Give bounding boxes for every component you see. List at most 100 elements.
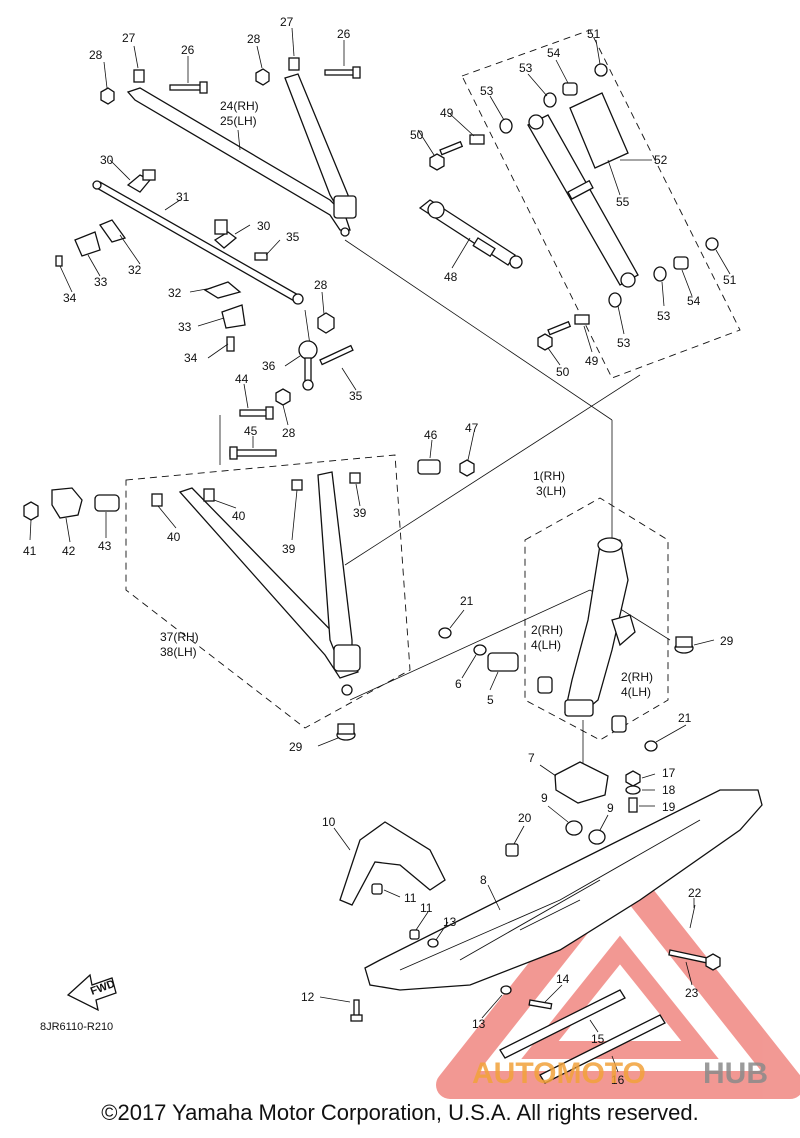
collar-49-lower — [574, 314, 590, 325]
stabilizer-link — [298, 340, 318, 391]
leader-lines — [29, 27, 731, 1073]
lower-arm-group-box — [125, 454, 411, 729]
bolt-35-upper — [254, 252, 268, 261]
callout-12: 12 — [301, 990, 315, 1004]
callout-38: 38(LH) — [160, 645, 197, 659]
callout-33a: 33 — [94, 275, 108, 289]
clamp-30-lower — [213, 219, 238, 249]
callout-32b: 32 — [168, 286, 182, 300]
callout-36: 36 — [262, 359, 276, 373]
callout-2b: 2(RH) — [621, 670, 653, 684]
callout-23: 23 — [685, 986, 699, 1000]
callout-30b: 30 — [257, 219, 271, 233]
callout-25: 25(LH) — [220, 114, 257, 128]
washer-21-upper — [438, 627, 452, 639]
bolt-44 — [239, 406, 274, 420]
callout-4a: 4(LH) — [531, 638, 561, 652]
nut-29-lower — [336, 723, 356, 741]
callout-53b: 53 — [519, 61, 533, 75]
callout-35b: 35 — [349, 389, 363, 403]
ski-spindle — [564, 537, 636, 717]
bracket-33-left — [74, 231, 101, 257]
copyright-notice: ©2017 Yamaha Motor Corporation, U.S.A. A… — [101, 1100, 699, 1125]
washer-53-b — [543, 92, 557, 108]
callout-2a: 2(RH) — [531, 623, 563, 637]
callout-4b: 4(LH) — [621, 685, 651, 699]
nut-28-right — [255, 68, 270, 86]
bolt-34-left — [55, 255, 63, 267]
shock-group-box — [461, 29, 741, 379]
callout-11b: 11 — [420, 901, 433, 915]
callout-47: 47 — [465, 421, 479, 435]
bolt-12 — [350, 999, 363, 1022]
callout-45: 45 — [244, 424, 258, 438]
diagram-code: 8JR6110-R210 — [40, 1021, 113, 1033]
callout-26a: 26 — [181, 43, 195, 57]
nut-28-left — [100, 87, 115, 105]
callout-27b: 27 — [280, 15, 294, 29]
tube-5 — [487, 652, 519, 672]
callout-29b: 29 — [289, 740, 303, 754]
bushing-27-left — [133, 69, 145, 83]
callout-53d: 53 — [617, 336, 631, 350]
callout-51a: 51 — [587, 27, 601, 41]
callout-13b: 13 — [472, 1017, 486, 1031]
bushing-39-left — [291, 479, 303, 491]
fwd-arrow-icon — [66, 973, 117, 1012]
callout-54b: 54 — [687, 294, 701, 308]
watermark-text: AUTOMOTO HUB — [472, 1057, 768, 1090]
callout-32a: 32 — [128, 263, 142, 277]
washer-53-c — [653, 266, 667, 282]
callout-20: 20 — [518, 811, 532, 825]
upper-a-arm — [126, 73, 357, 237]
collar-49-upper — [469, 134, 485, 145]
bushing-39-right — [349, 472, 361, 484]
callout-11a: 11 — [404, 891, 417, 905]
callout-27a: 27 — [122, 31, 136, 45]
callout-22: 22 — [688, 886, 702, 900]
callout-35a: 35 — [286, 230, 300, 244]
callout-29a: 29 — [720, 634, 734, 648]
callout-31: 31 — [176, 190, 190, 204]
bolt-34-right — [226, 336, 235, 352]
callout-labels: 1(RH) 3(LH) 2(RH) 4(LH) 2(RH) 4(LH) 5 6 … — [23, 15, 737, 1087]
callout-51b: 51 — [723, 273, 737, 287]
bolt-50-upper — [429, 140, 464, 171]
callout-13a: 13 — [443, 915, 457, 929]
watermark-logo — [436, 856, 800, 1099]
callout-7: 7 — [528, 751, 535, 765]
spacer-46 — [417, 459, 441, 475]
callout-17: 17 — [662, 766, 676, 780]
washer-18 — [625, 785, 641, 795]
callout-49a: 49 — [440, 106, 454, 120]
callout-3: 3(LH) — [536, 484, 566, 498]
nut-11-lower — [409, 929, 420, 940]
ski-damper-7 — [554, 761, 609, 804]
bushing-2-right — [611, 715, 627, 733]
callout-43: 43 — [98, 539, 112, 553]
pin-22 — [689, 904, 696, 929]
callout-44: 44 — [235, 372, 249, 386]
nut-51-lower — [705, 237, 719, 251]
callout-26b: 26 — [337, 27, 351, 41]
bolt-50-lower — [537, 320, 572, 351]
callout-21b: 21 — [678, 711, 692, 725]
bolt-35-lower — [319, 344, 354, 366]
callout-5: 5 — [487, 693, 494, 707]
callout-54a: 54 — [547, 46, 561, 60]
nut-29-upper — [674, 636, 694, 654]
bushing-54-upper — [562, 82, 578, 96]
callout-19: 19 — [662, 800, 676, 814]
nut-41 — [23, 501, 39, 521]
connector-lines — [219, 239, 671, 770]
nut-47 — [459, 459, 475, 477]
bracket-32-left — [99, 219, 127, 243]
callout-40a: 40 — [167, 530, 181, 544]
callout-1: 1(RH) — [533, 469, 565, 483]
callout-53c: 53 — [657, 309, 671, 323]
washer-13-lower — [500, 985, 512, 995]
bracket-32-right — [203, 281, 242, 299]
callout-10: 10 — [322, 815, 336, 829]
callout-18: 18 — [662, 783, 676, 797]
